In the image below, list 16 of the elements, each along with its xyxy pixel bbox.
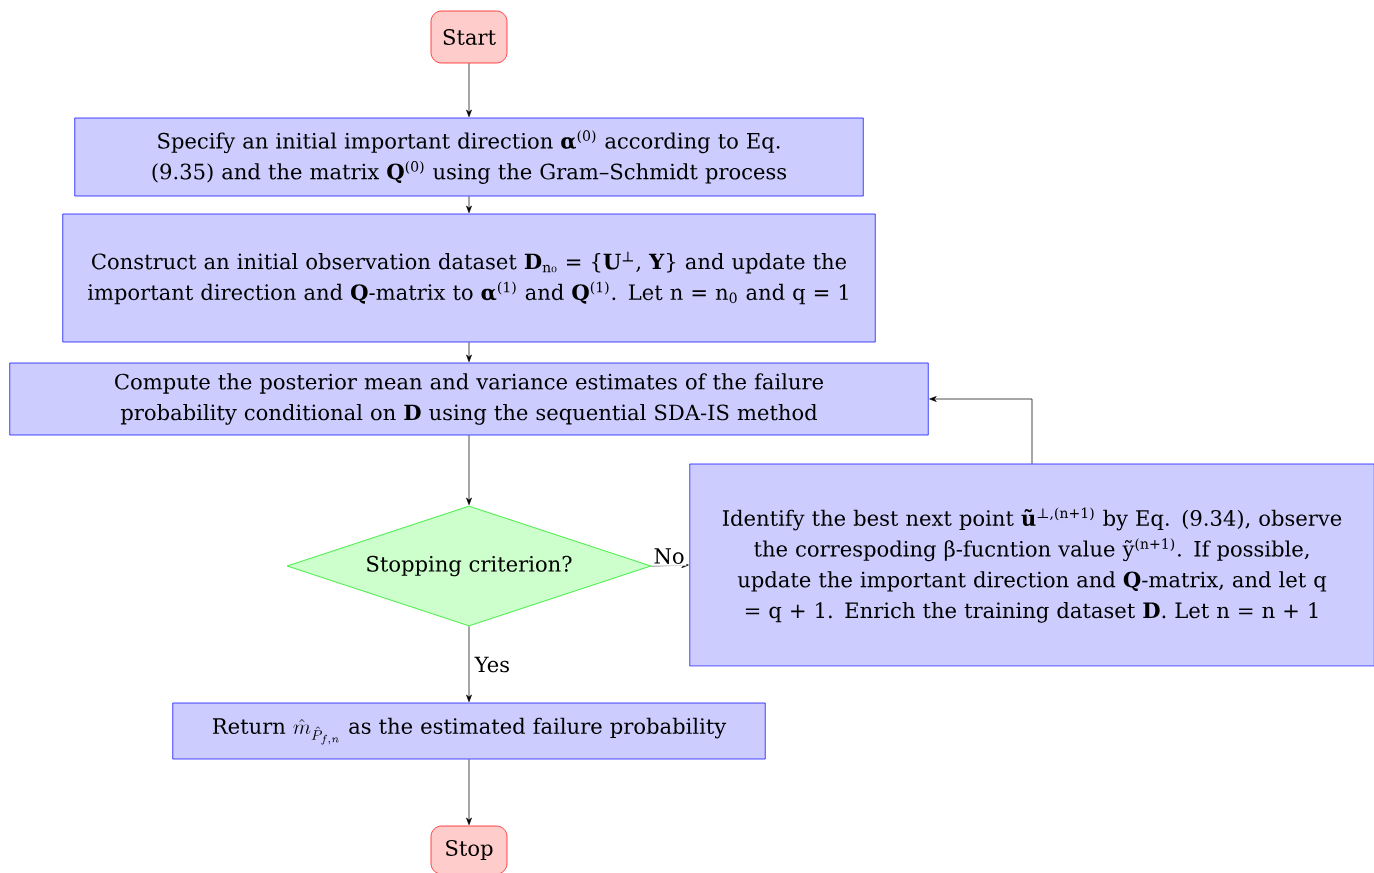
arrow xyxy=(466,435,472,505)
arrow xyxy=(466,626,472,702)
arrow xyxy=(929,396,1033,464)
edge-label: No xyxy=(651,546,687,566)
arrow xyxy=(466,196,472,213)
process-box: Compute the posterior mean and variance estimates of the failure probability conditional on D using the sequential SDA-IS method xyxy=(9,362,929,436)
process-box: Specify an initial important direction α$^{(0)}$ according to Eq. (9.35) and the matrix Q$^{(0)}$ using the Gram–Schmidt process xyxy=(74,117,864,197)
edge-label: Yes xyxy=(472,654,512,675)
process-box: $\text{Return } \hat{m}_{\hat{P}_{f,n}} \text{ as the estimated failure probability}$ xyxy=(172,702,766,760)
process-box: Identify the best next point ũ$^{⊥,(n+1)}$ by Eq. (9.34), observe the correspoding β-fucntion value ỹ$^{(n+1)}$. If possible, update the important direction and Q-matrix, and let q = q + 1. Enrich the training dataset D. Let n = n + 1 xyxy=(689,463,1374,667)
terminal-box: Stop xyxy=(430,825,508,873)
arrow xyxy=(466,759,472,825)
terminal-box: Start xyxy=(430,10,508,64)
arrow xyxy=(466,342,472,362)
arrow xyxy=(466,63,472,117)
process-box: Construct an initial observation dataset D$_{n₀}$ = {U$^{⊥}$, Y} and update the important direction and Q-matrix to α$^{(1)}$ and Q$^{(1)}$. Let n = n$_{0}$ and q = 1 xyxy=(62,213,876,343)
